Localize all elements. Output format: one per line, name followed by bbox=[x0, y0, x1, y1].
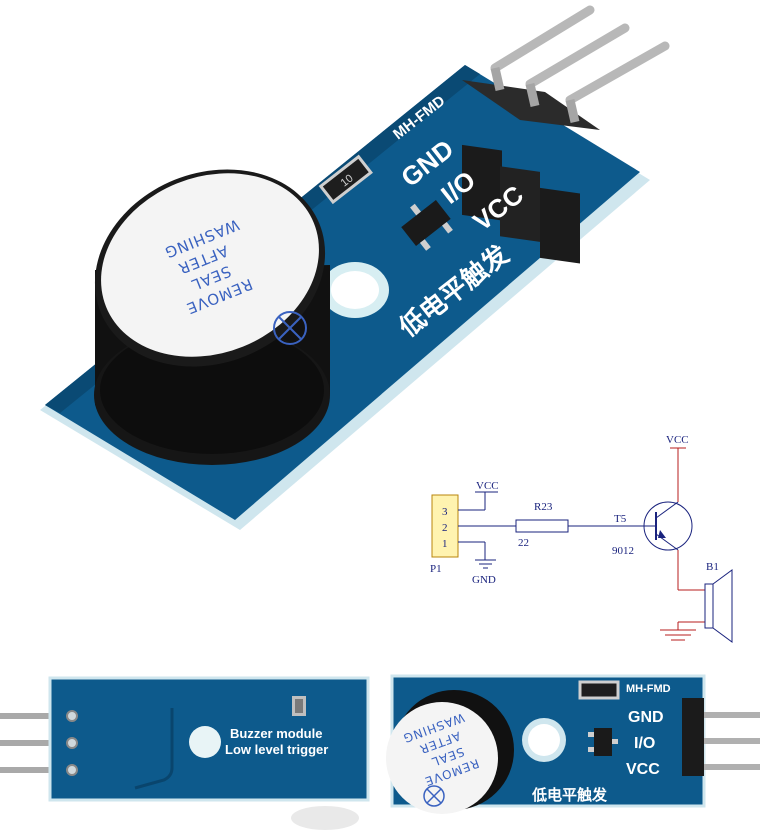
schematic-vcc-label: VCC bbox=[476, 480, 499, 492]
top-board-photo: MH-FMD GND I/O VCC 低电平触发 10 REMOVE SEAL … bbox=[40, 5, 670, 530]
schematic-transistor bbox=[643, 501, 693, 551]
schematic-resistor-ref: R23 bbox=[534, 501, 553, 513]
top-buzzer-sticker bbox=[101, 173, 319, 357]
schematic-transistor-part: 9012 bbox=[612, 545, 634, 557]
svg-text:1: 1 bbox=[442, 538, 448, 550]
back-board-photo: Buzzer module Low level trigger bbox=[0, 676, 370, 830]
back-label-line1: Buzzer module bbox=[230, 726, 322, 741]
front-header-pins bbox=[682, 698, 760, 776]
schematic-gnd-label: GND bbox=[472, 574, 496, 586]
top-smd-resistor: 10 bbox=[318, 154, 373, 205]
top-pin-header bbox=[462, 5, 670, 264]
front-sticker-cross-icon bbox=[423, 785, 445, 807]
front-pin-label-vcc: VCC bbox=[626, 761, 660, 778]
schematic-buzzer-ref: B1 bbox=[706, 561, 719, 573]
front-board-photo: MH-FMD GND I/O VCC 低电平触发 REMOVE SEAL AFT… bbox=[386, 674, 760, 814]
back-header-pins bbox=[0, 713, 52, 773]
schematic-resistor bbox=[515, 519, 569, 533]
svg-text:3: 3 bbox=[442, 506, 448, 518]
top-transistor bbox=[401, 199, 453, 251]
front-pin-label-io: I/O bbox=[634, 735, 655, 752]
schematic-transistor-vcc: VCC bbox=[666, 434, 689, 446]
front-pin-label-gnd: GND bbox=[628, 709, 664, 726]
schematic-transistor-ref: T5 bbox=[614, 513, 627, 525]
front-trigger-label: 低电平触发 bbox=[531, 786, 608, 804]
schematic-connector bbox=[431, 494, 459, 558]
header-pin bbox=[490, 5, 670, 123]
svg-text:10: 10 bbox=[339, 172, 356, 189]
top-sticker-cross-icon bbox=[273, 311, 307, 345]
front-model-label: MH-FMD bbox=[626, 683, 671, 695]
front-buzzer: REMOVE SEAL AFTER WASHING bbox=[386, 690, 514, 814]
front-smd-resistor bbox=[578, 680, 620, 700]
schematic: 3 2 1 P1 VCC GND R23 22 T5 9012 VCC B1 bbox=[430, 434, 733, 643]
schematic-buzzer bbox=[704, 569, 733, 643]
front-transistor bbox=[588, 728, 618, 756]
schematic-connector-ref: P1 bbox=[430, 563, 442, 575]
back-label-line2: Low level trigger bbox=[225, 742, 328, 757]
schematic-resistor-value: 22 bbox=[518, 537, 529, 549]
top-buzzer: REMOVE SEAL AFTER WASHING bbox=[94, 169, 330, 465]
back-mounting-hole bbox=[189, 726, 221, 758]
svg-text:2: 2 bbox=[442, 522, 448, 534]
